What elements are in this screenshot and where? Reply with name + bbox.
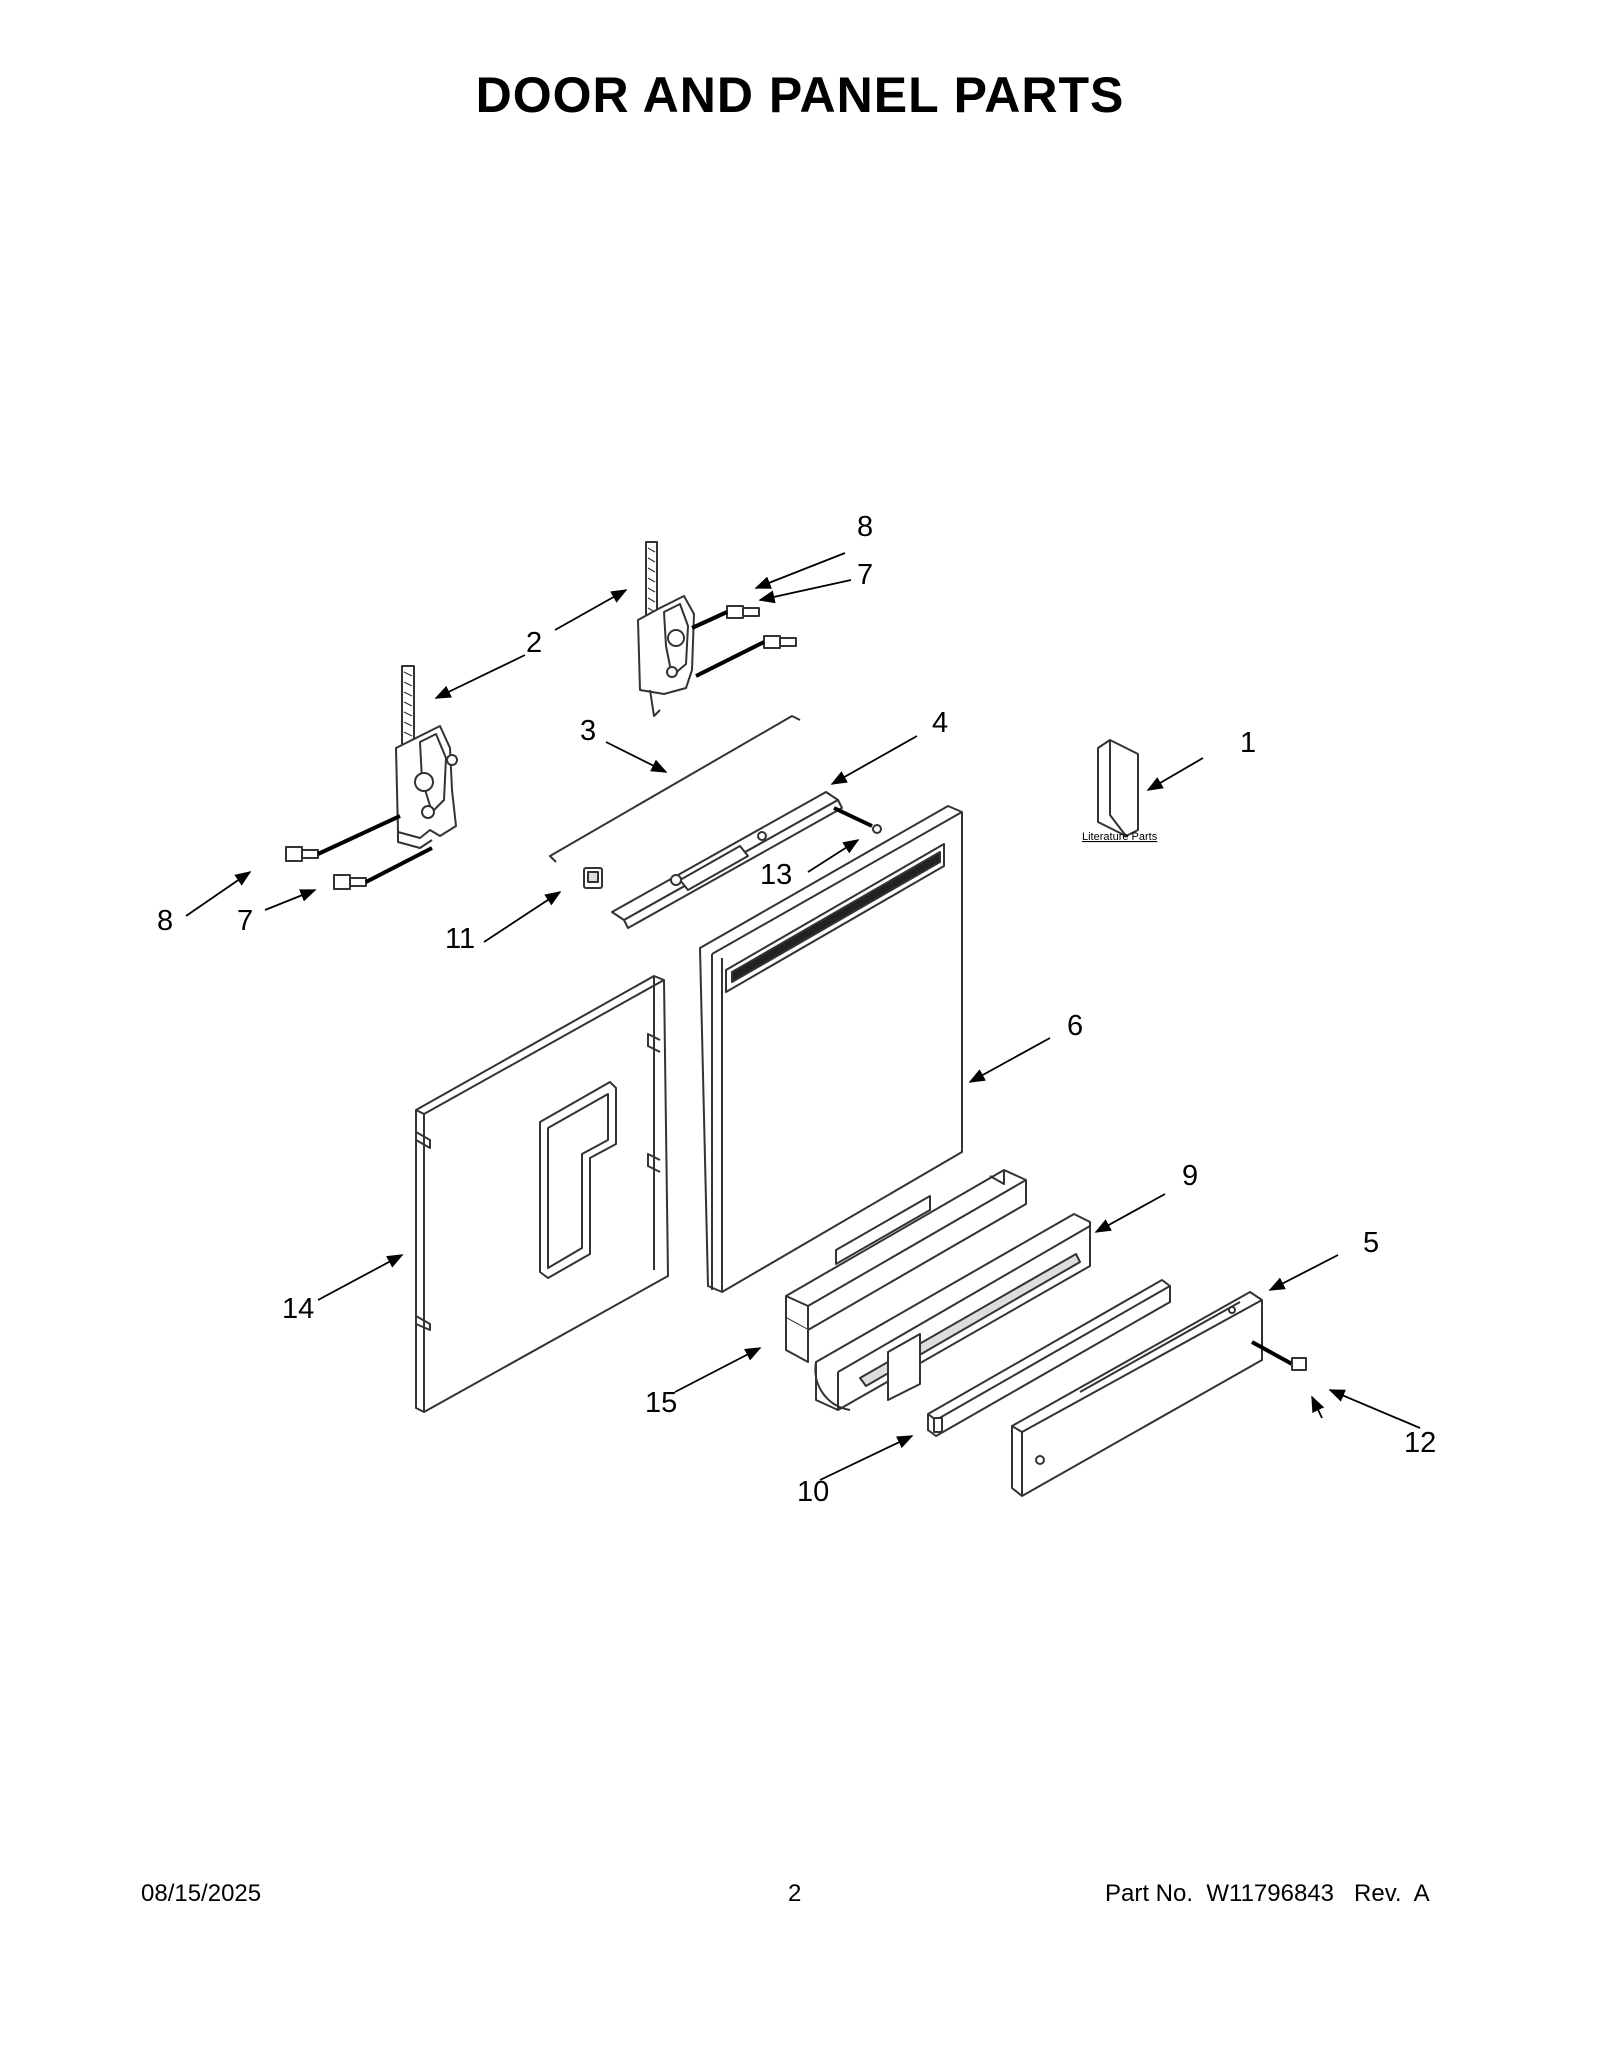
leader-arrows	[185, 552, 1421, 1481]
callout-3: 3	[580, 715, 596, 747]
callout-7-left: 7	[237, 905, 253, 937]
screw-12-part	[1251, 1340, 1307, 1371]
footer-date: 08/15/2025	[141, 1880, 262, 1907]
callout-6: 6	[1067, 1010, 1083, 1042]
vent-assembly-part	[611, 791, 843, 929]
callout-8-right: 8	[857, 511, 873, 543]
callout-15: 15	[645, 1387, 677, 1419]
callout-12: 12	[1404, 1427, 1436, 1459]
foam-block-part	[785, 1169, 1027, 1363]
footer-part-number: Part No. W11796843 Rev. A	[1105, 1880, 1430, 1907]
callout-13: 13	[760, 859, 792, 891]
outer-door-panel	[699, 805, 963, 1293]
small-screw-part	[833, 806, 882, 834]
callout-10: 10	[797, 1476, 829, 1508]
page-title: DOOR AND PANEL PARTS	[475, 67, 1125, 123]
right-hinge-part	[637, 541, 695, 717]
toe-kick-bracket	[1011, 1291, 1263, 1497]
toe-kick-channel	[814, 1213, 1091, 1411]
clip-part	[583, 867, 603, 889]
callout-11: 11	[445, 923, 475, 955]
left-hinge-part	[395, 665, 458, 849]
callout-9: 9	[1182, 1160, 1198, 1192]
callout-7-right: 7	[857, 559, 873, 591]
callout-1: 1	[1240, 727, 1256, 759]
toe-kick-strip	[927, 1279, 1171, 1437]
rod-part	[549, 715, 801, 863]
inner-door-panel	[415, 975, 669, 1413]
callout-4: 4	[932, 707, 948, 739]
callout-8-left: 8	[157, 905, 173, 937]
callout-2: 2	[526, 627, 542, 659]
callout-14: 14	[282, 1293, 314, 1325]
literature-booklet	[1097, 739, 1139, 837]
footer-page-number: 2	[788, 1880, 802, 1907]
literature-parts-label: Literature Parts	[1082, 831, 1158, 843]
callout-5: 5	[1363, 1227, 1379, 1259]
screw-part	[285, 605, 797, 890]
